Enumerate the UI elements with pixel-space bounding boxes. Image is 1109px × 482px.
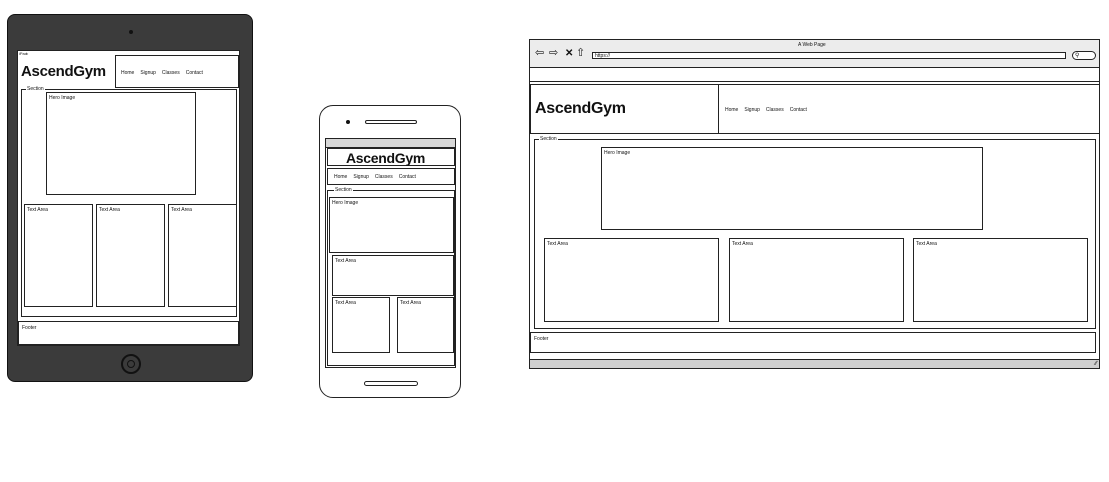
phone-nav: Home Signup Classes Contact [334, 174, 416, 180]
browser-nav-signup[interactable]: Signup [744, 107, 760, 113]
tablet-nav-signup[interactable]: Signup [140, 70, 156, 76]
search-icon: ⚲ [1075, 53, 1080, 59]
phone-text-area-2: Text Area [332, 297, 390, 353]
tablet-home-button-icon[interactable] [121, 354, 141, 374]
back-arrow-icon[interactable]: ⇦ [535, 47, 545, 59]
tablet-text-area-1: Text Area [24, 204, 93, 307]
browser-nav-home[interactable]: Home [725, 107, 739, 113]
tablet-nav-classes[interactable]: Classes [161, 70, 180, 76]
phone-text-area-1: Text Area [332, 255, 454, 296]
browser-nav-bar: Home Signup Classes Contact [718, 84, 1100, 134]
browser-footer-label: Footer [534, 336, 549, 342]
browser-text-area-1: Text Area [544, 238, 719, 322]
resize-grip-icon[interactable]: ∕∕ [1094, 361, 1097, 367]
phone-hero-label: Hero Image [332, 200, 359, 206]
tablet-footer-label: Footer [22, 325, 37, 331]
phone-nav-contact[interactable]: Contact [398, 174, 416, 180]
tablet-footer: Footer [18, 321, 239, 345]
browser-status-bar: ∕∕ [530, 359, 1099, 368]
tablet-screen: iPad ≈ AscendGym Home Signup Classes Con… [17, 50, 240, 346]
tablet-text-area-3: Text Area [168, 204, 237, 307]
browser-text-area-label: Text Area [732, 241, 753, 247]
tablet-camera-icon [129, 30, 133, 34]
phone-nav-classes[interactable]: Classes [374, 174, 393, 180]
tablet-status-text: iPad [19, 51, 28, 56]
phone-status-bar [326, 139, 455, 148]
phone-screen: AscendGym Home Signup Classes Contact Se… [325, 138, 456, 368]
browser-nav-contact[interactable]: Contact [789, 107, 807, 113]
tablet-section: Section Hero Image Text Area Text Area T… [21, 86, 237, 317]
forward-arrow-icon[interactable]: ⇨ [549, 47, 559, 59]
tablet-section-title: Section [26, 86, 45, 92]
tablet-text-area-label: Text Area [171, 207, 192, 213]
phone-logo-area: AscendGym [327, 148, 455, 166]
browser-hero-image: Hero Image [601, 147, 983, 230]
phone-section: Section Hero Image Text Area Text Area T… [327, 187, 455, 366]
tablet-text-area-label: Text Area [99, 207, 120, 213]
browser-section: Section Hero Image Text Area Text Area T… [534, 136, 1096, 329]
phone-text-area-3: Text Area [397, 297, 454, 353]
phone-text-area-label: Text Area [400, 300, 421, 306]
browser-window: A Web Page ⇦ ⇨ ✕ ⇧ https:// ⚲ AscendGym … [529, 39, 1100, 369]
tablet-text-area-label: Text Area [27, 207, 48, 213]
home-icon[interactable]: ⇧ [576, 47, 586, 59]
phone-nav-home[interactable]: Home [334, 174, 348, 180]
phone-speaker-icon [365, 120, 417, 124]
phone-nav-bar: Home Signup Classes Contact [327, 168, 455, 185]
browser-title: A Web Page [798, 42, 826, 48]
tablet-nav-home[interactable]: Home [121, 70, 135, 76]
browser-text-area-label: Text Area [547, 241, 568, 247]
browser-text-area-label: Text Area [916, 241, 937, 247]
phone-text-area-label: Text Area [335, 258, 356, 264]
tablet-nav-contact[interactable]: Contact [185, 70, 203, 76]
browser-section-title: Section [539, 136, 558, 142]
tablet-nav: Home Signup Classes Contact [121, 70, 203, 76]
phone-section-title: Section [334, 187, 353, 193]
wifi-icon: ≈ [26, 51, 29, 56]
phone-home-bar-icon[interactable] [364, 381, 418, 386]
browser-nav: Home Signup Classes Contact [725, 107, 807, 113]
browser-tab-strip [530, 68, 1099, 82]
browser-logo-area: AscendGym [530, 84, 719, 134]
url-bar[interactable]: https:// [592, 52, 1066, 59]
tablet-logo-area: AscendGym [18, 55, 116, 87]
browser-brand[interactable]: AscendGym [535, 100, 626, 117]
browser-footer: Footer [530, 332, 1096, 353]
browser-text-area-3: Text Area [913, 238, 1088, 322]
tablet-nav-bar: Home Signup Classes Contact [115, 55, 239, 88]
phone-hero-image: Hero Image [329, 197, 454, 253]
tablet-brand[interactable]: AscendGym [21, 63, 106, 80]
browser-hero-label: Hero Image [604, 150, 631, 156]
phone-brand[interactable]: AscendGym [346, 150, 425, 166]
browser-nav-classes[interactable]: Classes [765, 107, 784, 113]
tablet-text-area-2: Text Area [96, 204, 165, 307]
phone-camera-icon [346, 120, 350, 124]
tablet-hero-label: Hero Image [49, 95, 76, 101]
browser-toolbar: A Web Page ⇦ ⇨ ✕ ⇧ https:// ⚲ [530, 40, 1099, 68]
tablet-hero-image: Hero Image [46, 92, 196, 195]
search-field[interactable]: ⚲ [1072, 51, 1096, 60]
phone-nav-signup[interactable]: Signup [353, 174, 369, 180]
browser-text-area-2: Text Area [729, 238, 904, 322]
close-x-icon[interactable]: ✕ [565, 48, 574, 59]
phone-text-area-label: Text Area [335, 300, 356, 306]
